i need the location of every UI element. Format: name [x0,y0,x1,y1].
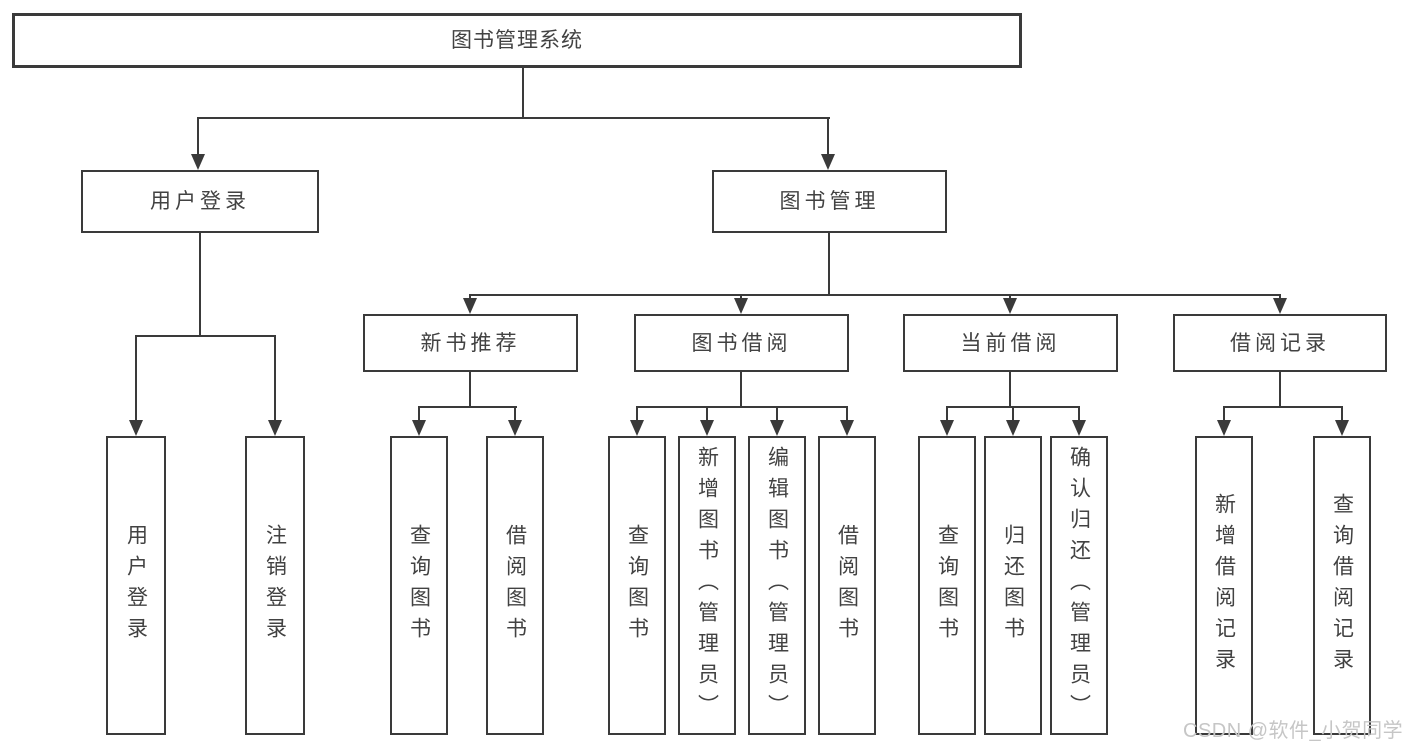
node-label: 查询图书 [935,523,959,648]
leaf-return-books: 归还图书 [984,436,1042,735]
node-label: 编辑图书（管理员） [765,446,789,725]
connector-line [418,406,420,422]
connector-line [636,406,638,422]
node-current-borrowing: 当前借阅 [903,314,1118,372]
leaf-add-books-admin: 新增图书（管理员） [678,436,736,735]
connector-line [1279,372,1281,408]
leaf-query-books-current: 查询图书 [918,436,976,735]
node-label: 新书推荐 [420,331,521,355]
node-label: 新增借阅记录 [1212,492,1236,679]
leaf-borrow-books-recommend: 借阅图书 [486,436,544,735]
arrow-down-icon [630,420,644,436]
leaf-logout: 注销登录 [245,436,305,735]
connector-line [135,335,137,422]
connector-line [1223,406,1225,422]
arrow-down-icon [821,154,835,170]
node-label: 注销登录 [263,523,287,648]
connector-line [1009,372,1011,408]
node-label: 查询图书 [407,523,431,648]
arrow-down-icon [129,420,143,436]
leaf-add-borrow-record: 新增借阅记录 [1195,436,1253,735]
node-root-system: 图书管理系统 [12,13,1022,68]
connector-line [199,233,201,337]
node-book-management-branch: 图书管理 [712,170,947,233]
connector-line [1012,406,1014,422]
arrow-down-icon [700,420,714,436]
connector-line [418,406,517,408]
connector-line [522,68,524,119]
leaf-query-books-recommend: 查询图书 [390,436,448,735]
node-label: 图书借阅 [691,331,792,355]
node-book-borrowing: 图书借阅 [634,314,849,372]
leaf-query-borrow-record: 查询借阅记录 [1313,436,1371,735]
node-user-login-branch: 用户登录 [81,170,319,233]
connector-line [135,335,276,337]
connector-line [469,372,471,408]
connector-line [1078,406,1080,422]
connector-line [846,406,848,422]
connector-line [740,372,742,408]
connector-line [1223,406,1343,408]
connector-line [1341,406,1343,422]
arrow-down-icon [734,298,748,314]
connector-line [274,335,276,422]
connector-line [197,117,830,119]
node-new-book-recommend: 新书推荐 [363,314,578,372]
connector-line [706,406,708,422]
node-label: 用户登录 [124,523,148,648]
arrow-down-icon [940,420,954,436]
arrow-down-icon [463,298,477,314]
arrow-down-icon [412,420,426,436]
arrow-down-icon [840,420,854,436]
node-label: 新增图书（管理员） [695,446,719,725]
leaf-confirm-return-admin: 确认归还（管理员） [1050,436,1108,735]
arrow-down-icon [268,420,282,436]
node-label: 查询借阅记录 [1330,492,1354,679]
arrow-down-icon [1273,298,1287,314]
node-label: 借阅记录 [1230,331,1330,355]
leaf-query-books-borrow: 查询图书 [608,436,666,735]
connector-line [514,406,516,422]
arrow-down-icon [1217,420,1231,436]
connector-line [946,406,948,422]
arrow-down-icon [1003,298,1017,314]
arrow-down-icon [1335,420,1349,436]
node-borrow-records: 借阅记录 [1173,314,1387,372]
node-label: 归还图书 [1001,523,1025,648]
leaf-user-login: 用户登录 [106,436,166,735]
connector-line [636,406,848,408]
connector-line [828,233,830,296]
node-label: 图书管理系统 [451,29,583,52]
node-label: 借阅图书 [503,523,527,648]
csdn-watermark: CSDN @软件_小贺同学 [1183,720,1404,742]
node-label: 用户登录 [150,190,250,213]
node-label: 查询图书 [625,523,649,648]
node-label: 图书管理 [779,190,880,213]
arrow-down-icon [770,420,784,436]
arrow-down-icon [508,420,522,436]
arrow-down-icon [1072,420,1086,436]
arrow-down-icon [1006,420,1020,436]
connector-line [827,117,829,156]
arrow-down-icon [191,154,205,170]
leaf-edit-books-admin: 编辑图书（管理员） [748,436,806,735]
node-label: 借阅图书 [835,523,859,648]
node-label: 当前借阅 [960,331,1061,355]
connector-line [469,294,1281,296]
leaf-borrow-books: 借阅图书 [818,436,876,735]
node-label: 确认归还（管理员） [1067,446,1091,725]
connector-line [197,117,199,156]
connector-line [776,406,778,422]
